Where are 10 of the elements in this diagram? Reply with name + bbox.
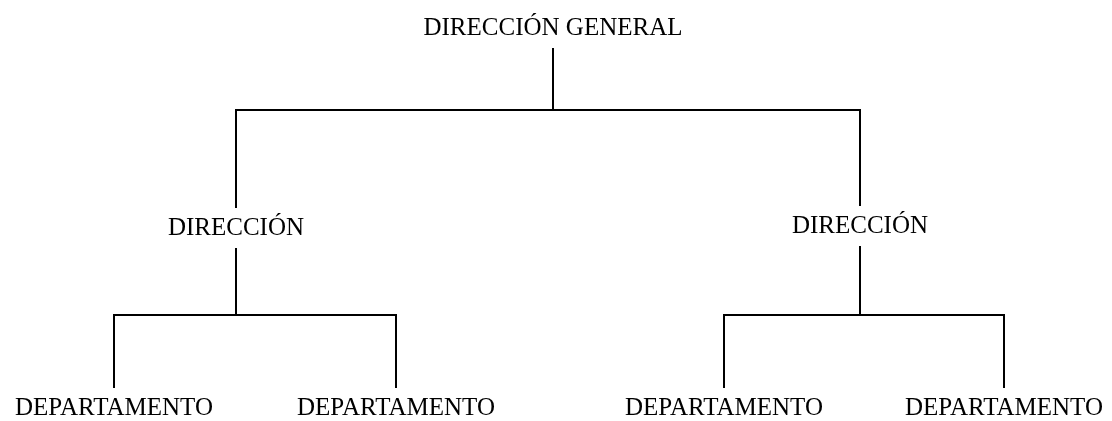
org-unit-label: DEPARTAMENTO bbox=[905, 392, 1103, 421]
connector-line bbox=[552, 47, 861, 207]
org-unit-label: DEPARTAMENTO bbox=[15, 392, 213, 421]
org-unit-label: DEPARTAMENTO bbox=[625, 392, 823, 421]
org-unit-label: DEPARTAMENTO bbox=[297, 392, 495, 421]
org-unit-label: DIRECCIÓN bbox=[791, 210, 929, 240]
connector-line bbox=[859, 245, 1005, 389]
org-unit-label: DIRECCIÓN GENERAL bbox=[423, 12, 683, 42]
org-unit-label: DIRECCIÓN bbox=[167, 212, 305, 242]
connector-line bbox=[235, 247, 397, 389]
